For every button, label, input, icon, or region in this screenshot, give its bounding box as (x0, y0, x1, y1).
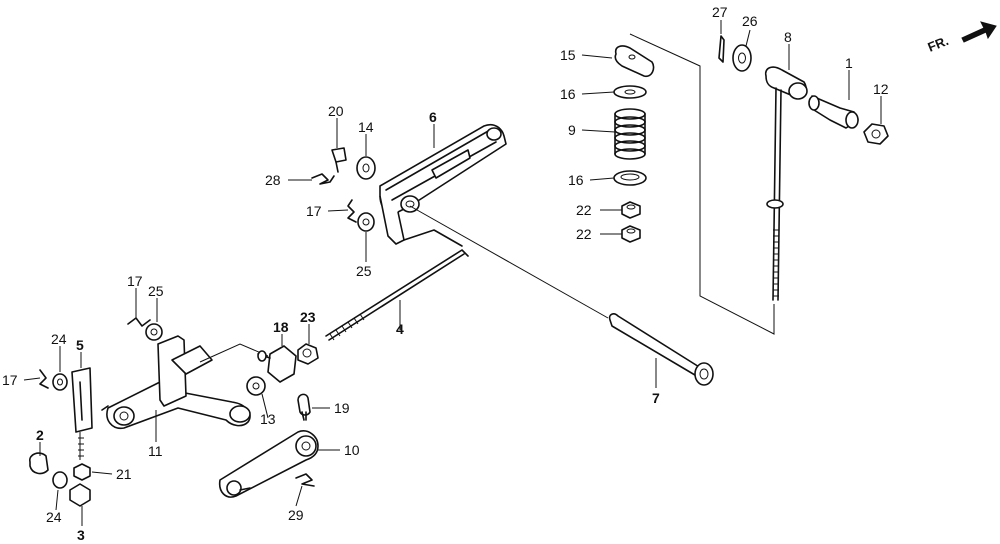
callout-23: 23 (300, 309, 316, 325)
callout-17-middle: 17 (127, 273, 143, 289)
clip-17-middle (127, 317, 151, 327)
nut-12 (863, 123, 889, 145)
callout-6: 6 (429, 109, 437, 125)
callout-1: 1 (845, 55, 853, 71)
callout-28: 28 (265, 172, 281, 188)
cotter-pin-27 (718, 35, 725, 63)
lever-11 (106, 381, 251, 430)
callout-29: 29 (288, 507, 304, 523)
clip-28 (311, 173, 335, 185)
nut-22-upper (621, 201, 641, 219)
nut-23 (297, 343, 319, 365)
callout-20: 20 (328, 103, 344, 119)
callout-13: 13 (260, 411, 276, 427)
callout-8: 8 (784, 29, 792, 45)
washer-13 (246, 376, 266, 396)
washer-25-lower (145, 323, 163, 341)
lower-arm-10 (218, 430, 319, 498)
pin-20 (331, 147, 347, 163)
bolt-3 (69, 483, 91, 507)
callout-labels: 27 26 8 1 12 15 16 9 16 22 22 20 14 6 28… (2, 4, 889, 543)
callout-25-upper: 25 (356, 263, 372, 279)
pin-19 (297, 393, 311, 416)
callout-22-lower: 22 (576, 226, 592, 242)
clip-29 (295, 473, 315, 487)
callout-25-lower: 25 (148, 283, 164, 299)
leader-lines (23, 20, 882, 526)
callout-26: 26 (742, 13, 758, 29)
block-18 (267, 345, 297, 383)
arrow-icon (961, 21, 997, 43)
washer-24-lower (52, 471, 68, 489)
callout-16-upper: 16 (560, 86, 576, 102)
callout-24-upper: 24 (51, 331, 67, 347)
clip-17-upper (347, 199, 357, 223)
front-direction-label: FR. (926, 33, 951, 55)
washer-24-upper (52, 373, 68, 391)
front-direction-arrow: FR. (926, 21, 997, 55)
callout-17-left: 17 (2, 372, 18, 388)
callout-4: 4 (396, 321, 404, 337)
nut-21 (73, 463, 91, 481)
part-group-spring-stack (613, 33, 775, 335)
washer-26 (732, 44, 752, 72)
knob-2 (29, 452, 49, 475)
callout-21: 21 (116, 466, 132, 482)
part-group-upper-right (718, 35, 889, 301)
callout-10: 10 (344, 442, 360, 458)
spring-9 (614, 108, 646, 160)
callout-16-lower: 16 (568, 172, 584, 188)
part-group-upper-arm (311, 123, 609, 319)
callout-3: 3 (77, 527, 85, 543)
callout-14: 14 (358, 119, 374, 135)
pin-15 (614, 45, 655, 78)
washer-16-lower (613, 170, 647, 186)
part-group-lower-arm (218, 430, 319, 498)
callout-11: 11 (148, 443, 163, 459)
callout-5: 5 (76, 337, 84, 353)
callout-2: 2 (36, 427, 44, 443)
callout-18: 18 (273, 319, 289, 335)
washer-16-upper (613, 85, 647, 99)
callout-24-lower: 24 (46, 509, 62, 525)
callout-9: 9 (568, 122, 576, 138)
part-group-lower-left (29, 317, 269, 507)
clip-17-left (39, 369, 49, 389)
part-group-middle (246, 343, 319, 421)
bolt-7 (608, 313, 714, 386)
washer-14 (356, 156, 376, 180)
callout-17-upper: 17 (306, 203, 322, 219)
callout-12: 12 (873, 81, 889, 97)
washer-25-upper (357, 212, 375, 232)
callout-7: 7 (652, 390, 660, 406)
callout-15: 15 (560, 47, 576, 63)
link-rod-4 (325, 249, 469, 341)
callout-19: 19 (334, 400, 350, 416)
callout-22-upper: 22 (576, 202, 592, 218)
callout-27: 27 (712, 4, 728, 20)
plate-5 (71, 367, 93, 433)
nut-22-lower (621, 225, 641, 243)
control-rod (772, 87, 782, 301)
